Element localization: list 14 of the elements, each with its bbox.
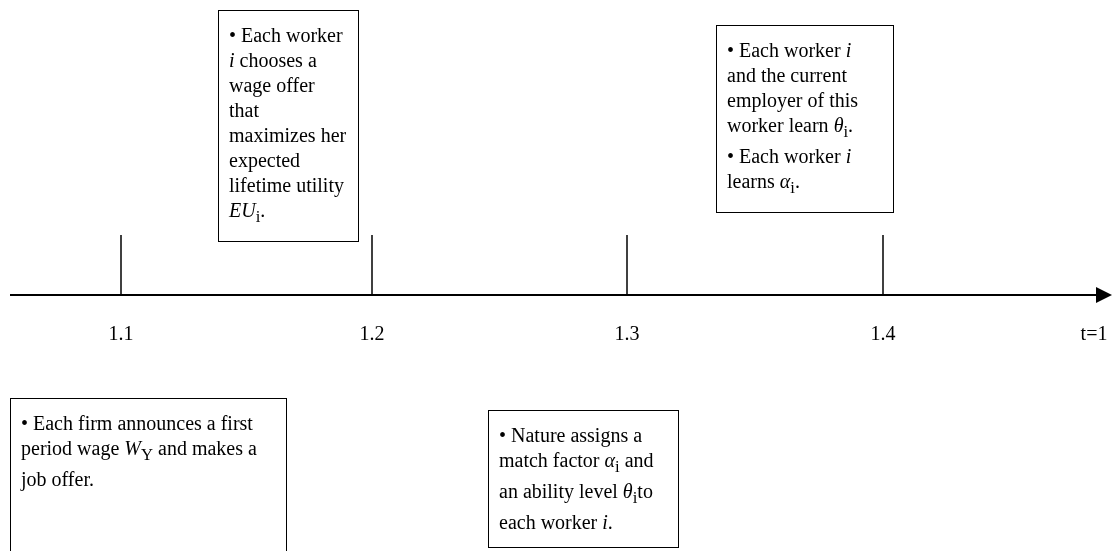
- tick-label: 1.4: [870, 322, 896, 345]
- event-box: [488, 410, 679, 548]
- event-text: • Each worker i learns α$_{i}$.: [727, 144, 853, 199]
- tick-label: 1.2: [359, 322, 385, 345]
- event-text: • Each worker i chooses a wage offer that maximizes her expected lifetime utility EU$_{i}$.: [229, 23, 348, 228]
- event-text: • Each worker i and the current employer of this worker learn θ$_{i}$.: [727, 38, 860, 143]
- event-box: [716, 25, 894, 213]
- event-box: [218, 10, 359, 242]
- tick-label: 1.3: [614, 322, 640, 345]
- event-text: • Nature assigns a match factor α$_{i}$ and an ability level θ$_{i}$to each worker i.: [499, 423, 655, 535]
- event-text: • Each firm announces a first period wage W$_{Y}$ and makes a job offer.: [21, 411, 258, 492]
- end-label: t=1: [1080, 322, 1108, 345]
- tick-label: 1.1: [108, 322, 134, 345]
- event-box: [10, 398, 287, 551]
